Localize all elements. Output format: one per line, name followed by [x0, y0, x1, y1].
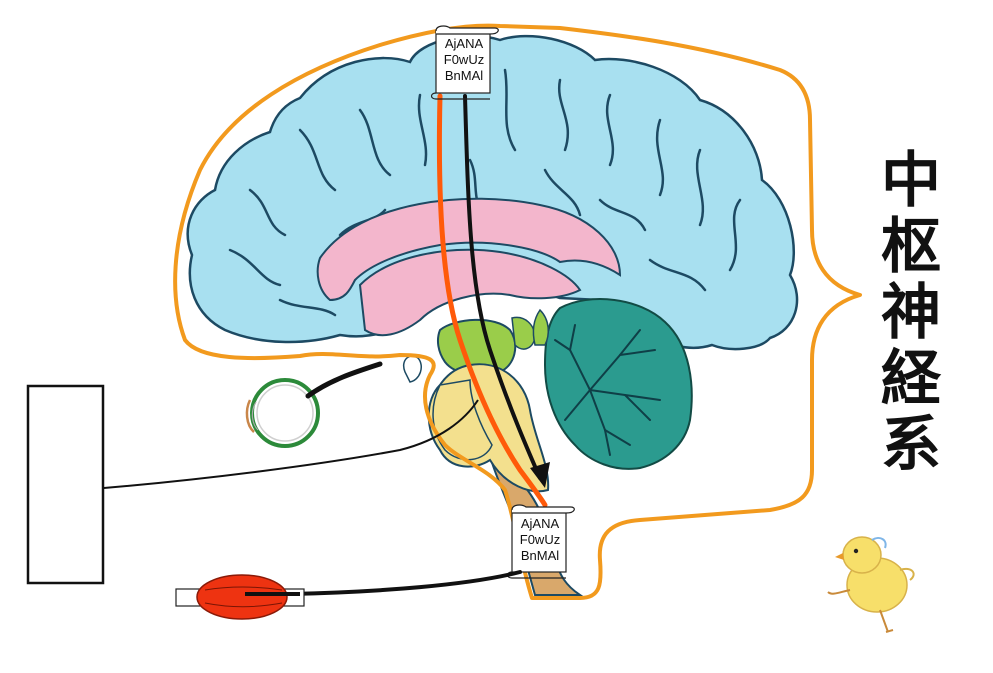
motor-nerve — [288, 570, 522, 596]
sensory-nerve — [103, 399, 479, 489]
title-char: 系 — [881, 410, 941, 480]
cerebellum — [532, 298, 693, 470]
label-line: AjANA — [444, 36, 484, 51]
arrow-down-icon — [530, 462, 550, 488]
hypothalamus — [511, 316, 536, 350]
label-line: BnMAl — [520, 548, 560, 563]
scroll-top — [430, 25, 499, 100]
pituitary — [403, 355, 422, 383]
chick-mascot — [827, 536, 915, 633]
title-char: 経 — [881, 344, 941, 414]
blank-label-box — [26, 384, 105, 585]
motor-pathway-orange — [436, 93, 548, 508]
title-char: 中 — [881, 146, 941, 216]
limbic-arch — [316, 197, 622, 302]
muscle — [175, 574, 305, 620]
label-line: AjANA — [520, 516, 560, 531]
label-line: BnMAl — [444, 68, 484, 83]
cerebrum — [186, 34, 799, 351]
eye — [245, 378, 320, 448]
arbor-vitae — [554, 324, 661, 456]
cortex-folds — [228, 68, 742, 317]
label-line: F0wUz — [519, 532, 561, 547]
optic-nerve — [305, 361, 383, 399]
title-char: 神 — [881, 278, 941, 348]
midbrain-tectum — [532, 308, 550, 346]
cns-outline — [173, 23, 862, 600]
motor-pathway-black — [463, 94, 542, 480]
label-spinal-cord: AjANA F0wUz BnMAl — [513, 516, 567, 564]
title-cns-vertical: 中 枢 神 経 系 — [868, 148, 954, 478]
label-cerebral-cortex: AjANA F0wUz BnMAl — [437, 36, 491, 84]
fornix — [358, 248, 582, 337]
label-line: F0wUz — [443, 52, 485, 67]
title-char: 枢 — [881, 212, 941, 282]
scroll-spinal — [506, 504, 575, 579]
